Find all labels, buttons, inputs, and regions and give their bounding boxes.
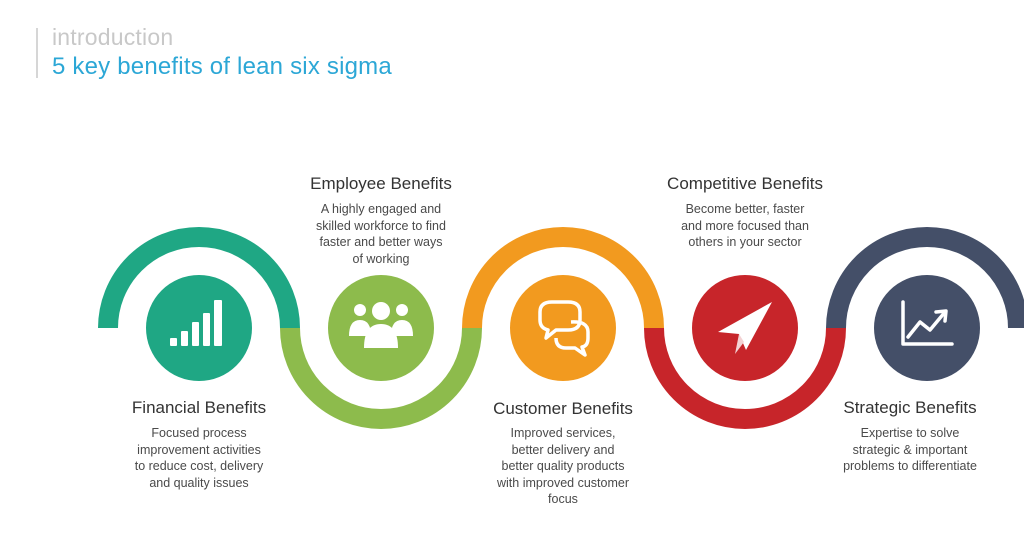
people-group-icon <box>349 302 413 348</box>
benefit-title-employee: Employee Benefits <box>310 174 452 193</box>
benefit-title-financial: Financial Benefits <box>131 398 267 417</box>
benefit-desc-competitive: Become better, faster and more focused t… <box>681 202 809 249</box>
benefit-desc-strategic: Expertise to solve strategic & important… <box>843 426 977 473</box>
arc-customer <box>462 227 664 329</box>
section-label: introduction <box>52 24 174 50</box>
benefit-desc-financial: Focused process improvement activities t… <box>134 426 264 490</box>
bar-chart-icon <box>170 300 222 346</box>
paper-plane-icon <box>718 302 772 354</box>
benefit-desc-employee: A highly engaged and skilled workforce t… <box>316 202 446 266</box>
benefit-title-competitive: Competitive Benefits <box>667 174 823 193</box>
arc-employee <box>280 327 482 429</box>
page-title: 5 key benefits of lean six sigma <box>52 53 392 80</box>
header-accent-bar <box>36 28 38 78</box>
circle-customer <box>510 275 616 381</box>
benefit-desc-customer: Improved services, better delivery and b… <box>497 426 629 506</box>
arc-competitive <box>644 327 846 429</box>
trend-chart-icon <box>901 300 954 346</box>
benefit-title-strategic: Strategic Benefits <box>843 398 977 417</box>
benefit-title-customer: Customer Benefits <box>493 399 633 418</box>
arc-financial <box>98 227 300 329</box>
arc-strategic <box>826 227 1024 329</box>
speech-bubbles-icon <box>538 300 590 357</box>
